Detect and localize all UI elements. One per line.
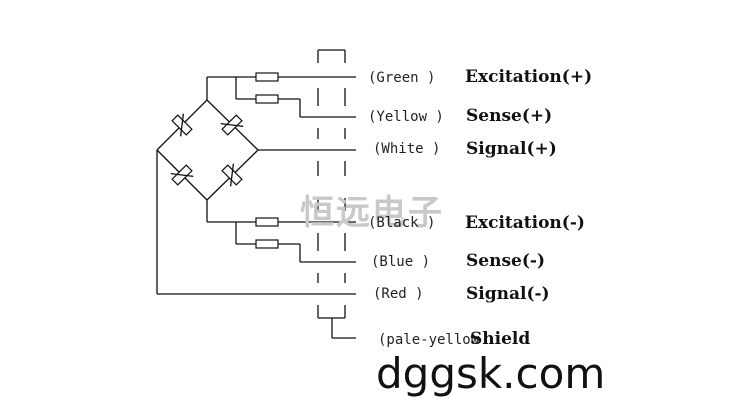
resistor-sense-minus (255, 239, 279, 249)
cable-bundle (317, 49, 346, 319)
wire-color-red: (Red ) (373, 286, 424, 302)
resistor-sense-plus (255, 94, 279, 104)
bottom-node-wiring (206, 200, 356, 263)
wheatstone-bridge (156, 99, 259, 201)
signal-minus-wiring (156, 150, 356, 295)
strain-gauge-bottom-left (170, 164, 194, 186)
wire-color-black: (Black ) (368, 215, 435, 231)
resistor-excitation-plus (255, 72, 279, 82)
strain-gauge-bottom-right (221, 163, 243, 187)
function-signal-plus: Signal(+) (466, 139, 557, 159)
watermark-text: 恒远电子 (300, 193, 444, 233)
shield-wire (331, 318, 356, 339)
function-shield: Shield (470, 329, 530, 349)
strain-gauge-top-right (220, 114, 244, 136)
wire-color-yellow: (Yellow ) (368, 109, 444, 125)
strain-gauge-top-left (171, 113, 193, 137)
wire-color-blue: (Blue ) (371, 254, 430, 270)
function-excitation-minus: Excitation(-) (465, 213, 585, 233)
wire-color-white: (White ) (373, 141, 440, 157)
function-signal-minus: Signal(-) (466, 284, 550, 304)
function-sense-minus: Sense(-) (466, 251, 545, 271)
wire-color-pale-yellow: (pale-yellow (378, 332, 480, 348)
function-excitation-plus: Excitation(+) (465, 67, 592, 87)
top-node-wiring (206, 72, 356, 118)
site-domain: dggsk.com (376, 349, 605, 398)
resistor-excitation-minus (255, 217, 279, 227)
function-sense-plus: Sense(+) (466, 106, 552, 126)
wire-color-green: (Green ) (368, 70, 435, 86)
